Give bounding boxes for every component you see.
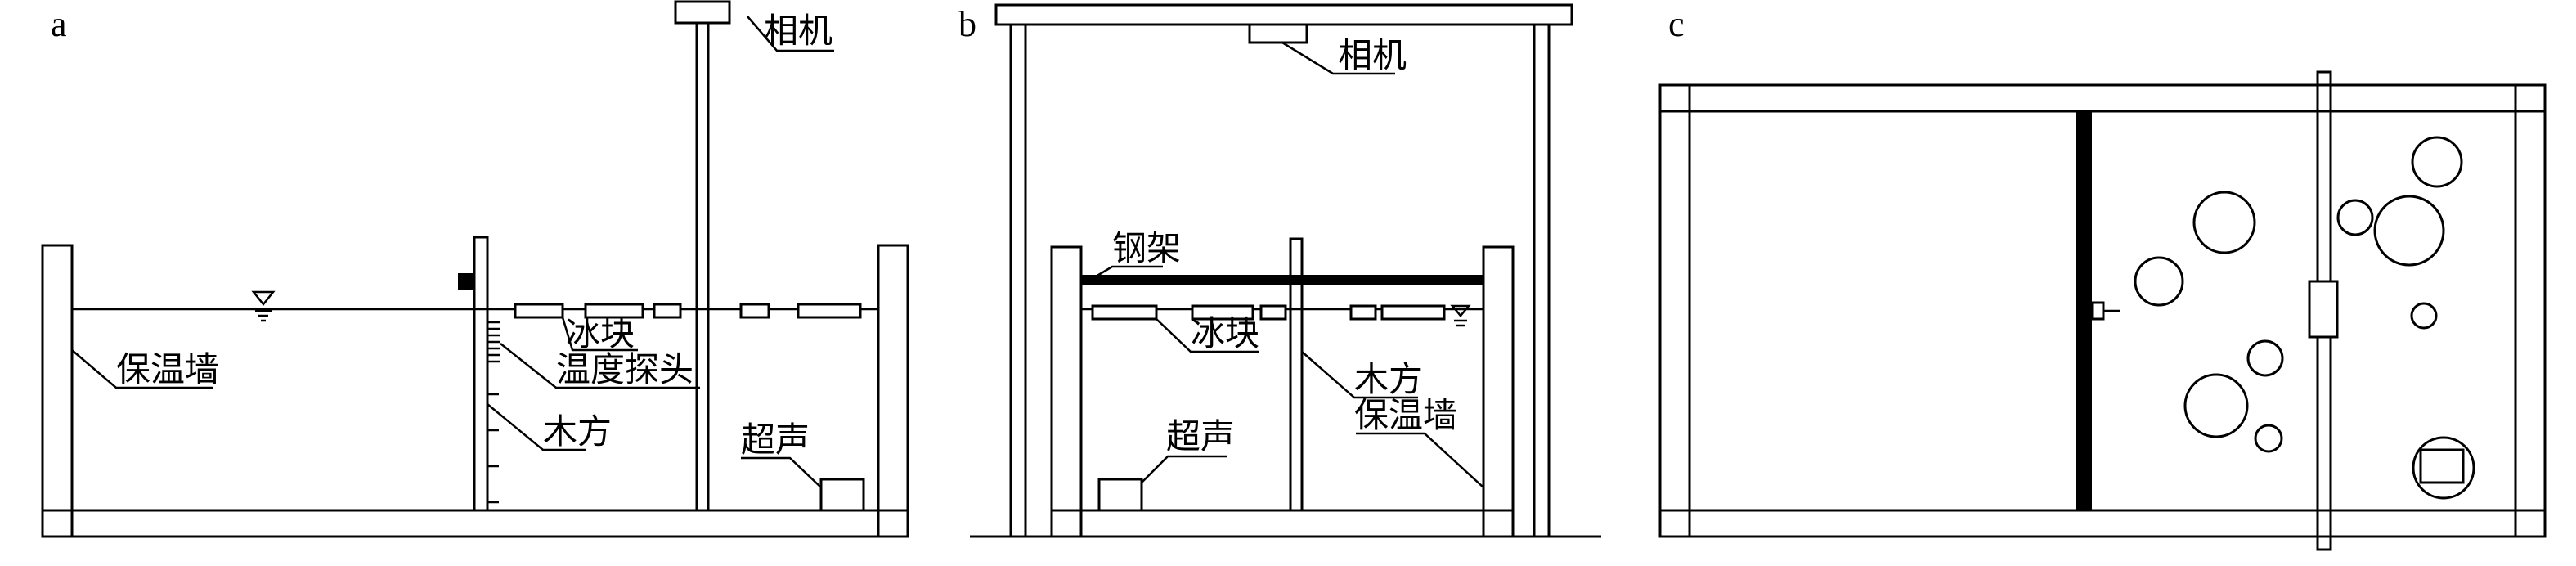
tank-wall-top: [1658, 83, 2547, 113]
roof-beam: [994, 3, 1573, 26]
right-insulated-wall: [877, 244, 909, 538]
tank-wall-right-b: [1482, 245, 1515, 538]
ice-block: [1191, 304, 1254, 321]
timber-clamp: [2308, 280, 2339, 339]
frame-leader: [1095, 265, 1163, 278]
water-level-symbol-b: [1450, 304, 1471, 327]
timber-divider-b: [1289, 237, 1304, 512]
label-frame: 钢架: [1112, 228, 1181, 268]
ultrasound-sensor: [819, 478, 865, 512]
label-ice-b: 冰块: [1191, 313, 1259, 353]
ice-floe: [2254, 424, 2283, 453]
ultrasound-leader: [741, 456, 822, 488]
panel-c-letter: c: [1668, 4, 1685, 44]
label-wall: 保温墙: [116, 349, 219, 389]
timber-divider: [473, 236, 489, 512]
label-camera: 相机: [764, 11, 832, 51]
ice-block: [797, 303, 862, 319]
camera-a: [674, 0, 731, 25]
frame-post-left: [1009, 23, 1027, 538]
camera-mast: [695, 21, 710, 512]
tank-floor: [41, 509, 909, 538]
label-ice: 冰块: [566, 313, 635, 353]
ice-block: [1091, 304, 1158, 321]
label-timber-b: 木方: [1354, 359, 1423, 399]
label-probe: 温度探头: [556, 349, 693, 389]
panel-a-letter: a: [51, 4, 67, 44]
ice-floe: [2246, 339, 2284, 377]
ice-floe: [2192, 191, 2256, 254]
tank-wall-right: [2514, 83, 2547, 538]
temperature-probes: [487, 321, 500, 504]
camera-leader-b: [1281, 41, 1395, 75]
ice-floe: [2373, 195, 2445, 267]
water-level-symbol: [251, 290, 276, 322]
ice-block: [514, 303, 564, 319]
ice-block: [584, 303, 644, 319]
tank-floor-b: [1050, 509, 1515, 538]
tank-wall-left: [1658, 83, 1691, 538]
timber-leader: [487, 403, 586, 451]
probe-holder-block: [458, 273, 474, 290]
ultrasound-leader-b: [1141, 455, 1227, 483]
panel-b: b 相机: [958, 3, 1601, 538]
label-camera-b: 相机: [1338, 35, 1407, 75]
tank-wall-left-b: [1050, 245, 1083, 538]
panel-c: c: [1658, 4, 2547, 551]
ultrasound-sensor-c: [2419, 448, 2465, 484]
label-ultrasound: 超声: [741, 420, 810, 460]
left-insulated-wall: [41, 244, 74, 538]
ice-leader-b: [1156, 318, 1259, 353]
ice-leader: [561, 317, 638, 352]
ice-floe: [2134, 256, 2184, 307]
ice-floe: [2183, 373, 2249, 438]
steel-frame: [1081, 275, 1483, 285]
camera-b: [1248, 23, 1308, 44]
label-timber: 木方: [543, 411, 612, 451]
camera-leader: [747, 16, 834, 52]
wall-leader: [71, 349, 213, 389]
steel-frame-top-view: [2076, 111, 2092, 510]
ice-block: [1380, 304, 1446, 321]
ice-block: [653, 303, 682, 319]
panel-a: a: [41, 0, 909, 538]
probe-leader: [500, 343, 700, 389]
ultrasound-sensor-b: [1097, 478, 1143, 512]
ice-block: [1259, 304, 1287, 321]
frame-post-right: [1533, 23, 1551, 538]
ice-block: [739, 303, 770, 319]
ice-floe: [2336, 199, 2374, 236]
ice-floe: [2411, 136, 2463, 188]
label-ultrasound-b: 超声: [1166, 416, 1235, 456]
probe-mount: [2090, 301, 2105, 321]
timber-leader-b: [1301, 351, 1418, 399]
panel-b-letter: b: [958, 4, 976, 44]
label-wall-b: 保温墙: [1354, 395, 1457, 435]
wall-leader-b: [1356, 432, 1484, 488]
ice-floe: [2410, 302, 2438, 330]
tank-wall-bottom: [1658, 509, 2547, 538]
ice-block: [1349, 304, 1377, 321]
